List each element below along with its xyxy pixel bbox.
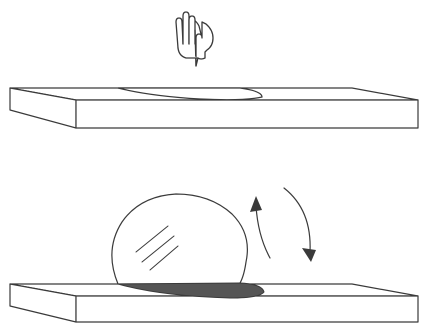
arrow-left-up-head (250, 196, 262, 212)
droplet-shadow (117, 282, 265, 299)
droplet-highlight (135, 225, 179, 271)
dome-droplet (111, 193, 248, 285)
flat-droplet (117, 87, 263, 101)
pointing-hand-icon (175, 11, 214, 67)
arrow-right-down (283, 187, 311, 253)
bottom-panel (9, 187, 419, 323)
top-panel (9, 11, 419, 129)
arrow-left-up (255, 205, 271, 259)
top-slab (9, 87, 419, 129)
rotation-arrows-icon (255, 187, 311, 259)
arrow-right-down-head (302, 248, 316, 262)
